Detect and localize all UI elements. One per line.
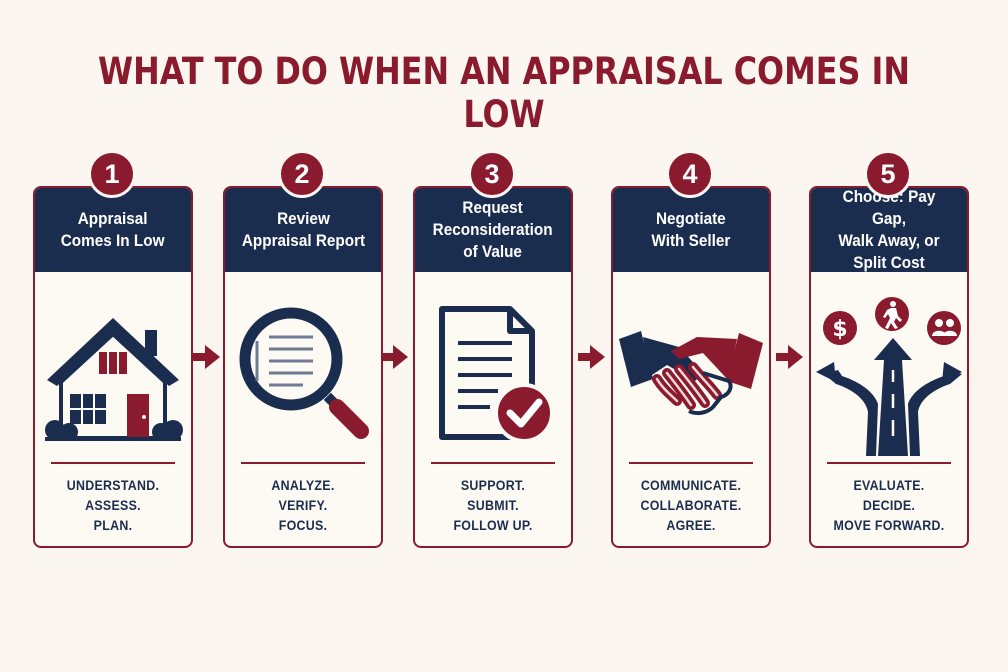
step-number-badge: 5 — [864, 150, 912, 198]
step-tag: COLLABORATE. — [640, 498, 742, 513]
step-heading-line: Negotiate — [656, 209, 726, 228]
step-heading: Request Reconsideration of Value — [415, 188, 571, 272]
divider — [827, 462, 951, 464]
step-number-badge: 2 — [278, 150, 326, 198]
step-tags: COMMUNICATE. COLLABORATE. AGREE. — [613, 476, 769, 536]
walking-person-icon — [883, 301, 902, 329]
step-heading: Appraisal Comes In Low — [35, 188, 191, 272]
step-tags: EVALUATE. DECIDE. MOVE FORWARD. — [811, 476, 967, 536]
forked-road-icon: $ — [816, 297, 962, 456]
step-tag: FOLLOW UP. — [453, 518, 533, 533]
step-heading-line: Appraisal — [78, 209, 148, 228]
step-heading-line: With Seller — [651, 231, 731, 250]
document-check-icon — [439, 306, 554, 443]
step-card-body: Request Reconsideration of Value SUPPORT… — [413, 186, 573, 548]
handshake-icon — [619, 331, 763, 416]
step-tags: SUPPORT. SUBMIT. FOLLOW UP. — [415, 476, 571, 536]
magnifying-glass-icon — [239, 307, 369, 439]
divider — [629, 462, 753, 464]
step-tag: DECIDE. — [862, 498, 916, 513]
step-tag: EVALUATE. — [853, 478, 925, 493]
step-heading-line: of Value — [463, 242, 523, 261]
step-heading-line: Walk Away, or — [838, 231, 940, 250]
step-heading: Choose: Pay Gap, Walk Away, or Split Cos… — [811, 188, 967, 272]
divider — [51, 462, 175, 464]
step-heading-line: Request — [462, 198, 524, 217]
step-tag: VERIFY. — [278, 498, 328, 513]
arrow-right-icon — [193, 345, 220, 369]
step-heading-line: Review — [276, 209, 330, 228]
step-tag: ANALYZE. — [271, 478, 335, 493]
group-people-icon — [932, 319, 957, 336]
step-tag: SUBMIT. — [467, 498, 519, 513]
arrow-right-icon — [776, 345, 803, 369]
step-tag: AGREE. — [666, 518, 716, 533]
step-number-badge: 3 — [468, 150, 516, 198]
step-card-body: Choose: Pay Gap, Walk Away, or Split Cos… — [809, 186, 969, 548]
step-tag: SUPPORT. — [460, 478, 526, 493]
step-card-4: 4 Negotiate With Seller COMMUNICATE. COL… — [611, 150, 771, 548]
step-heading: Review Appraisal Report — [225, 188, 381, 272]
step-heading-line: Reconsideration — [433, 220, 553, 239]
arrow-right-icon — [381, 345, 408, 369]
step-heading-line: Split Cost — [853, 253, 925, 272]
step-tag: ASSESS. — [85, 498, 141, 513]
step-heading-line: Appraisal Report — [241, 231, 365, 250]
step-number-badge: 4 — [666, 150, 714, 198]
step-number-badge: 1 — [88, 150, 136, 198]
step-card-body: Negotiate With Seller COMMUNICATE. COLLA… — [611, 186, 771, 548]
step-heading-line: Comes In Low — [61, 231, 165, 250]
step-tag: MOVE FORWARD. — [833, 518, 945, 533]
step-tags: ANALYZE. VERIFY. FOCUS. — [225, 476, 381, 536]
step-card-2: 2 Review Appraisal Report ANALYZE. — [223, 150, 383, 548]
step-card-body: Appraisal Comes In Low — [33, 186, 193, 548]
step-tag: UNDERSTAND. — [66, 478, 160, 493]
step-card-body: Review Appraisal Report ANALYZE. VERIFY.… — [223, 186, 383, 548]
divider — [431, 462, 555, 464]
step-heading: Negotiate With Seller — [613, 188, 769, 272]
page-title: WHAT TO DO WHEN AN APPRAISAL COMES IN LO… — [98, 50, 910, 136]
step-card-5: 5 Choose: Pay Gap, Walk Away, or Split C… — [809, 150, 969, 548]
house-icon — [45, 318, 183, 441]
dollar-icon: $ — [832, 317, 847, 342]
arrow-right-icon — [578, 345, 605, 369]
step-tag: FOCUS. — [278, 518, 328, 533]
step-card-1: 1 Appraisal Comes In Low — [33, 150, 193, 548]
step-card-3: 3 Request Reconsideration of Value — [413, 150, 573, 548]
step-tags: UNDERSTAND. ASSESS. PLAN. — [35, 476, 191, 536]
step-tag: COMMUNICATE. — [640, 478, 742, 493]
step-tag: PLAN. — [93, 518, 133, 533]
divider — [241, 462, 365, 464]
